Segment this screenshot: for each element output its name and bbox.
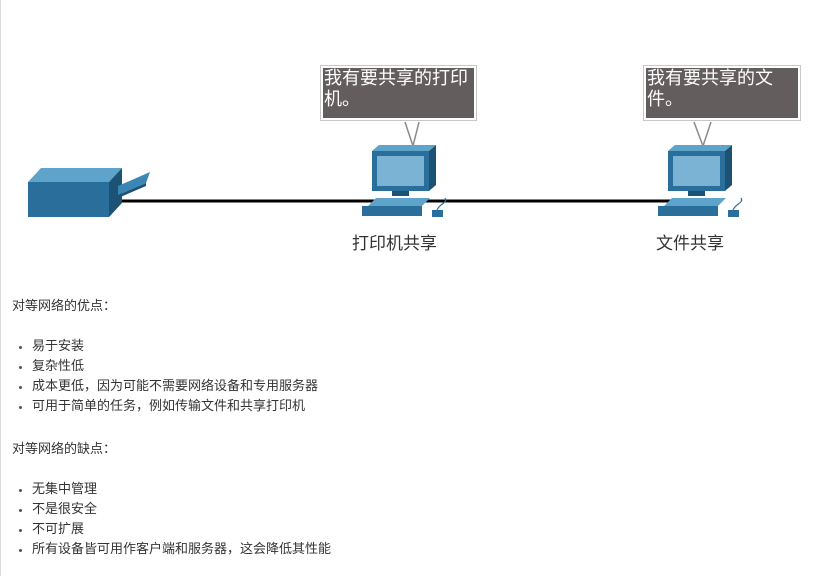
- file-share-label: 文件共享: [656, 234, 724, 254]
- list-item: 成本更低，因为可能不需要网络设备和专用服务器: [19, 377, 812, 397]
- cons-heading: 对等网络的缺点：: [12, 442, 117, 457]
- list-item: 可用于简单的任务，例如传输文件和共享打印机: [19, 397, 812, 417]
- list-item: 易于安装: [19, 337, 812, 357]
- printer-icon: [28, 168, 150, 217]
- pros-list: 易于安装 复杂性低 成本更低，因为可能不需要网络设备和专用服务器 可用于简单的任…: [12, 337, 812, 417]
- page-left-border: [0, 0, 1, 576]
- pros-heading: 对等网络的优点：: [12, 299, 117, 314]
- printer-pc-speech-bubble: 我有要共享的打印机。: [320, 65, 477, 121]
- list-item: 不可扩展: [19, 520, 812, 540]
- list-item: 不是很安全: [19, 500, 812, 520]
- file-pc-speech-bubble: 我有要共享的文件。: [643, 65, 801, 121]
- p2p-network-diagram: 我有要共享的打印机。 我有要共享的文件。 打印机共享 文件共享: [0, 0, 825, 270]
- cons-list: 无集中管理 不是很安全 不可扩展 所有设备皆可用作客户端和服务器，这会降低其性能: [12, 480, 812, 560]
- list-item: 所有设备皆可用作客户端和服务器，这会降低其性能: [19, 540, 812, 560]
- pc-file-share-icon: [658, 121, 743, 217]
- pc-printer-share-icon: [362, 121, 447, 217]
- printer-share-label: 打印机共享: [352, 234, 437, 254]
- p2p-pros-cons-text: 对等网络的优点： 易于安装 复杂性低 成本更低，因为可能不需要网络设备和专用服务…: [12, 297, 812, 560]
- list-item: 无集中管理: [19, 480, 812, 500]
- list-item: 复杂性低: [19, 357, 812, 377]
- diagram-canvas: [28, 121, 743, 217]
